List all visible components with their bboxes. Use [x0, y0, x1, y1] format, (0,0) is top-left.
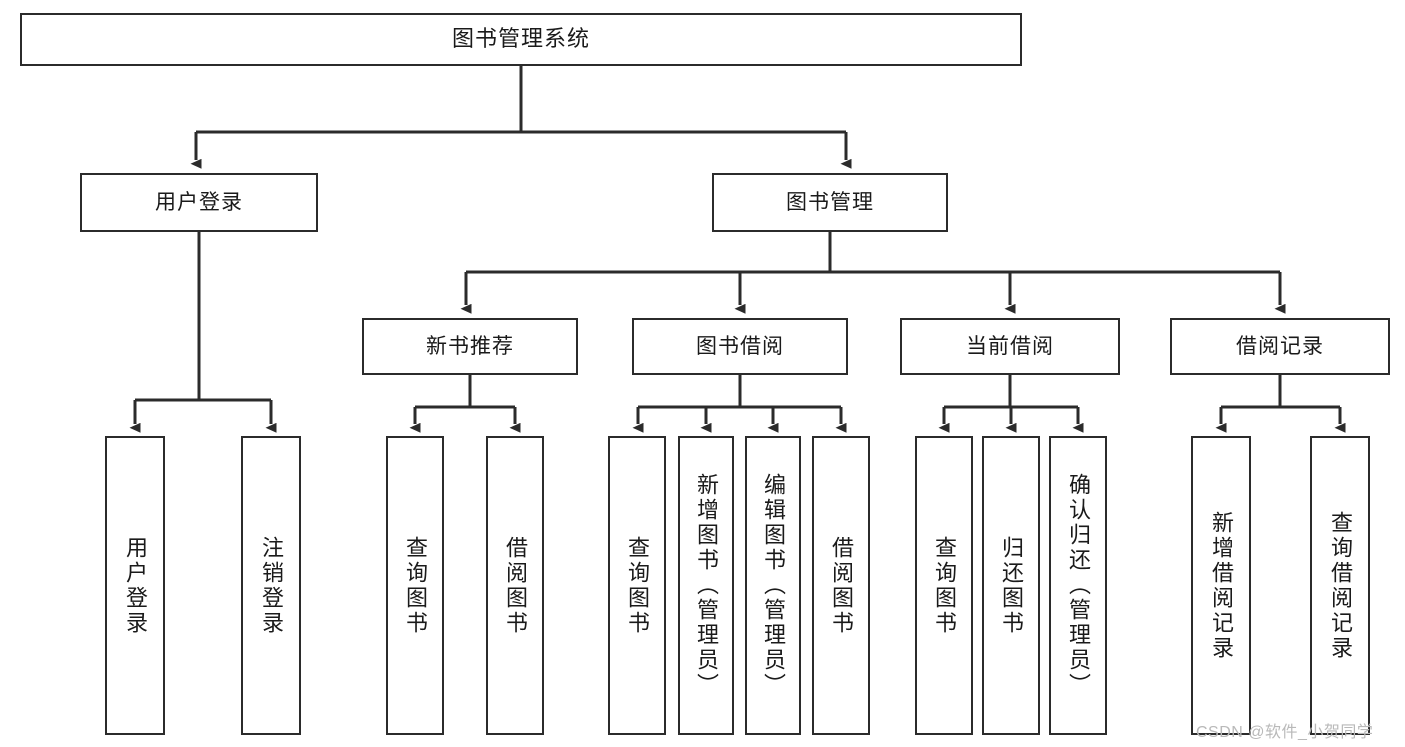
node-label: 查询图书 — [625, 535, 650, 636]
leaf-record-add-record[interactable]: 新增借阅记录 — [1191, 436, 1251, 735]
leaf-current-return-book[interactable]: 归还图书 — [982, 436, 1040, 735]
node-label: 借阅记录 — [1236, 334, 1324, 358]
leaf-recommend-borrow-book[interactable]: 借阅图书 — [486, 436, 544, 735]
node-label: 新增借阅记录 — [1209, 510, 1234, 661]
node-label: 当前借阅 — [966, 334, 1054, 358]
node-borrow-record[interactable]: 借阅记录 — [1170, 318, 1390, 375]
node-label: 用户登录 — [123, 535, 148, 636]
node-user-login[interactable]: 用户登录 — [80, 173, 318, 232]
leaf-borrow-borrow-book[interactable]: 借阅图书 — [812, 436, 870, 735]
node-label: 编辑图书（管理员） — [761, 473, 786, 698]
csdn-watermark: CSDN @软件_小贺同学 — [1196, 724, 1374, 741]
node-book-management[interactable]: 图书管理 — [712, 173, 948, 232]
leaf-record-query-record[interactable]: 查询借阅记录 — [1310, 436, 1370, 735]
node-book-borrow[interactable]: 图书借阅 — [632, 318, 848, 375]
node-label: 图书借阅 — [696, 334, 784, 358]
node-label: 新书推荐 — [426, 334, 514, 358]
node-label: 图书管理 — [786, 190, 874, 214]
leaf-borrow-query-book[interactable]: 查询图书 — [608, 436, 666, 735]
node-label: 借阅图书 — [829, 535, 854, 636]
leaf-user-login-signin[interactable]: 用户登录 — [105, 436, 165, 735]
leaf-recommend-query-book[interactable]: 查询图书 — [386, 436, 444, 735]
leaf-user-login-signout[interactable]: 注销登录 — [241, 436, 301, 735]
node-label: 图书管理系统 — [451, 26, 590, 52]
node-label: 归还图书 — [999, 535, 1024, 636]
node-current-borrow[interactable]: 当前借阅 — [900, 318, 1120, 375]
node-label: 用户登录 — [155, 190, 243, 214]
node-label: 新增图书（管理员） — [694, 473, 719, 698]
node-root-system[interactable]: 图书管理系统 — [20, 13, 1022, 66]
leaf-borrow-edit-book-admin[interactable]: 编辑图书（管理员） — [745, 436, 801, 735]
leaf-current-confirm-return-admin[interactable]: 确认归还（管理员） — [1049, 436, 1107, 735]
leaf-current-query-book[interactable]: 查询图书 — [915, 436, 973, 735]
leaf-borrow-add-book-admin[interactable]: 新增图书（管理员） — [678, 436, 734, 735]
node-new-book-recommend[interactable]: 新书推荐 — [362, 318, 578, 375]
node-label: 借阅图书 — [503, 535, 528, 636]
node-label: 确认归还（管理员） — [1066, 473, 1091, 698]
node-label: 查询图书 — [932, 535, 957, 636]
node-label: 查询借阅记录 — [1328, 510, 1353, 661]
node-label: 查询图书 — [403, 535, 428, 636]
node-label: 注销登录 — [259, 535, 284, 636]
